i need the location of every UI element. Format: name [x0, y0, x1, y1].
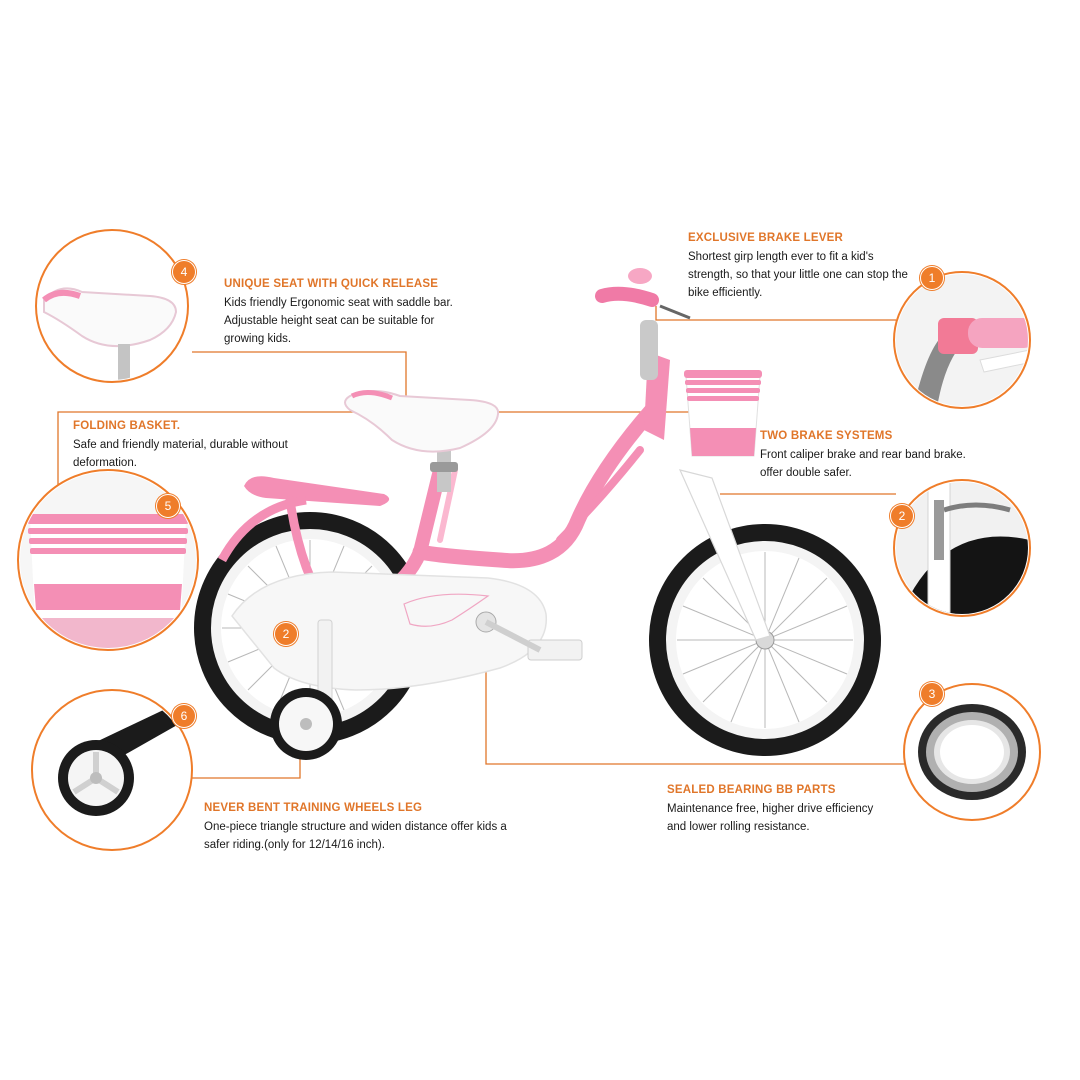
- detail-circle-brake-lever: [893, 271, 1031, 409]
- connector-seat: [192, 351, 407, 396]
- feature-title: NEVER BENT TRAINING WHEELS LEG: [204, 802, 423, 814]
- connector-brake-lever: [655, 306, 896, 321]
- badge-2: 2: [890, 504, 914, 528]
- feature-line: bike efficiently.: [688, 287, 763, 299]
- feature-description: Maintenance free, higher drive efficienc…: [667, 800, 873, 836]
- feature-line: deformation.: [73, 457, 137, 469]
- feature-line: offer double safer.: [760, 467, 852, 479]
- bike-illustration: [194, 268, 881, 760]
- feature-line: safer riding.(only for 12/14/16 inch).: [204, 839, 385, 851]
- badge-5: 5: [156, 494, 180, 518]
- feature-line: strength, so that your little one can st…: [688, 269, 908, 281]
- feature-description: Kids friendly Ergonomic seat with saddle…: [224, 294, 453, 348]
- feature-line: and lower rolling resistance.: [667, 821, 810, 833]
- detail-circle-bearing: [903, 683, 1041, 821]
- detail-circle-training-wheel: [31, 689, 193, 851]
- feature-training-wheels: NEVER BENT TRAINING WHEELS LEG One-piece…: [204, 802, 507, 854]
- feature-line: Adjustable height seat can be suitable f…: [224, 315, 435, 327]
- feature-description: Front caliper brake and rear band brake.…: [760, 446, 966, 482]
- badge-bike-brake: 2: [274, 622, 298, 646]
- feature-line: growing kids.: [224, 333, 292, 345]
- feature-title: TWO BRAKE SYSTEMS: [760, 430, 893, 442]
- feature-description: One-piece triangle structure and widen d…: [204, 818, 507, 854]
- feature-bearing: SEALED BEARING BB PARTS Maintenance free…: [667, 784, 873, 836]
- feature-basket: FOLDING BASKET. Safe and friendly materi…: [73, 420, 288, 472]
- feature-title: UNIQUE SEAT WITH QUICK RELEASE: [224, 278, 439, 290]
- feature-title: FOLDING BASKET.: [73, 420, 181, 432]
- feature-line: One-piece triangle structure and widen d…: [204, 821, 507, 833]
- feature-description: Shortest girp length ever to fit a kid's…: [688, 248, 908, 302]
- detail-circle-seat: [35, 229, 189, 383]
- feature-brake-lever: EXCLUSIVE BRAKE LEVER Shortest girp leng…: [688, 232, 908, 302]
- feature-line: Front caliper brake and rear band brake.: [760, 449, 966, 461]
- feature-line: Shortest girp length ever to fit a kid's: [688, 251, 874, 263]
- feature-line: Kids friendly Ergonomic seat with saddle…: [224, 297, 453, 309]
- badge-3: 3: [920, 682, 944, 706]
- detail-circle-brake-systems: [893, 479, 1031, 617]
- badge-6: 6: [172, 704, 196, 728]
- feature-line: Safe and friendly material, durable with…: [73, 439, 288, 451]
- badge-1: 1: [920, 266, 944, 290]
- feature-title: SEALED BEARING BB PARTS: [667, 784, 836, 796]
- badge-4: 4: [172, 260, 196, 284]
- front-wheel: [649, 524, 881, 756]
- feature-title: EXCLUSIVE BRAKE LEVER: [688, 232, 844, 244]
- feature-line: Maintenance free, higher drive efficienc…: [667, 803, 874, 815]
- feature-description: Safe and friendly material, durable with…: [73, 436, 288, 472]
- feature-brake-systems: TWO BRAKE SYSTEMS Front caliper brake an…: [760, 430, 966, 482]
- detail-circle-basket: [17, 469, 199, 651]
- feature-seat: UNIQUE SEAT WITH QUICK RELEASE Kids frie…: [224, 278, 453, 348]
